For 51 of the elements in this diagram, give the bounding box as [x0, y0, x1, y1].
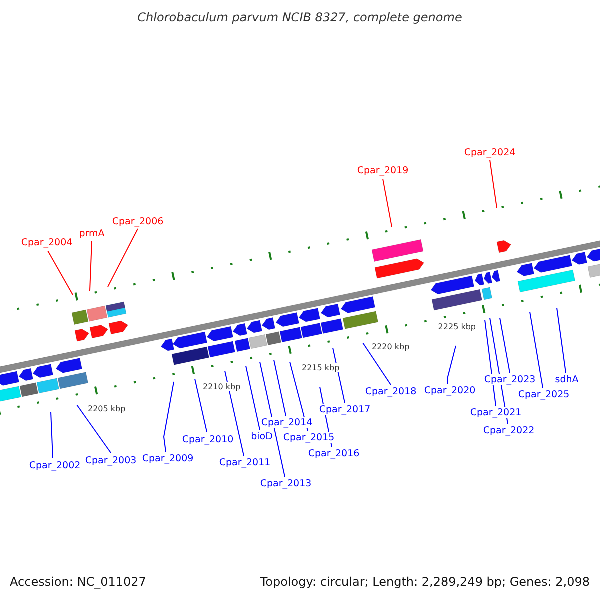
title: Chlorobaculum parvum NCIB 8327, complete genome — [138, 12, 462, 24]
leader-line — [274, 360, 286, 416]
gene-label: Cpar_2019 — [357, 166, 409, 176]
gene-label: Cpar_2003 — [85, 456, 137, 466]
leader-line — [448, 346, 456, 384]
gene-label: Cpar_2004 — [21, 238, 73, 248]
gene-label: Cpar_2022 — [483, 426, 535, 436]
gene-label: Cpar_2016 — [308, 448, 360, 460]
gene-label: Cpar_2020 — [424, 386, 476, 396]
scale-label: 2210 kbp — [203, 382, 241, 392]
leader-line — [50, 412, 54, 458]
leader-line — [556, 308, 566, 374]
gene-label: Cpar_2024 — [464, 148, 516, 158]
scale-label: 2220 kbp — [372, 342, 410, 352]
leader-line — [224, 370, 244, 456]
gene-label: Cpar_2018 — [365, 386, 417, 398]
leader-line — [530, 312, 544, 388]
gene-label: Cpar_2010 — [182, 434, 234, 446]
leader-line — [108, 228, 138, 288]
gene-label: bioD — [251, 432, 273, 442]
leader-line — [76, 404, 112, 454]
gene-label: Cpar_2015 — [283, 432, 335, 444]
footer-text: Accession: NC_011027 — [10, 575, 146, 589]
gene-label: Cpar_2017 — [319, 404, 371, 416]
gene-label: sdhA — [555, 374, 579, 386]
leader-line — [332, 348, 346, 404]
leader-line — [362, 342, 392, 386]
gene-label: Cpar_2002 — [29, 460, 81, 472]
leader-line — [90, 240, 92, 292]
leader-line — [490, 160, 498, 208]
gene-label: Cpar_2013 — [260, 478, 312, 490]
leader-line — [164, 382, 174, 452]
gene-label: prmA — [79, 228, 105, 240]
scale-label: 2215 kbp — [302, 364, 340, 372]
leader-line — [194, 378, 208, 432]
gene-label: Cpar_2021 — [470, 408, 522, 418]
leader-line — [48, 250, 74, 296]
leader-line — [500, 318, 510, 374]
leader-line — [484, 320, 496, 406]
leader-line — [246, 366, 260, 430]
gene-label: Cpar_2014 — [261, 418, 313, 428]
footer-text: Topology: circular; Length: 2,289,249 bp; Genes: 2,098 — [260, 575, 590, 589]
gene-label: Cpar_2006 — [112, 216, 164, 228]
gene-label: Cpar_2009 — [142, 454, 194, 464]
scale-label: 2205 kbp — [88, 404, 126, 414]
leader-line — [382, 178, 392, 228]
gene-label: Cpar_2023 — [484, 374, 536, 386]
leader-line — [260, 362, 286, 478]
scale-label: 2225 kbp — [438, 322, 476, 332]
gene-label: Cpar_2025 — [518, 390, 570, 400]
gene-label: Cpar_2011 — [219, 458, 271, 468]
